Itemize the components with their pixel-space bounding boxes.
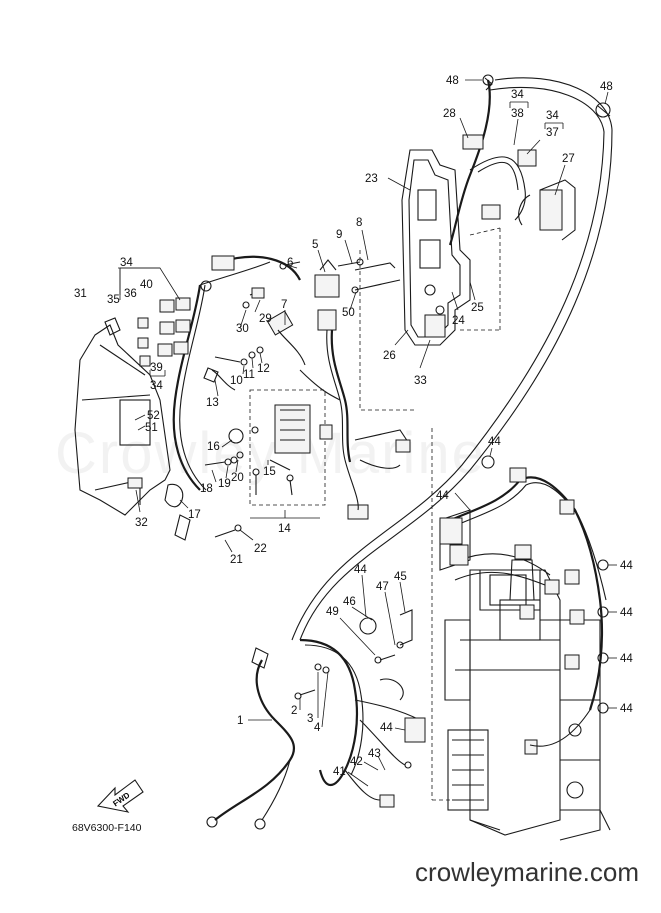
callout-48: 48 <box>446 75 459 87</box>
fwd-arrow: FWD <box>96 779 144 813</box>
middle-harness <box>211 255 401 463</box>
callout-24: 24 <box>452 315 465 327</box>
callout-29: 29 <box>259 313 272 325</box>
callout-31: 31 <box>74 288 87 300</box>
callout-12: 12 <box>257 363 270 375</box>
figure-code: 68V6300-F140 <box>72 822 142 834</box>
callout-46: 46 <box>343 596 356 608</box>
callout-44: 44 <box>620 560 633 572</box>
callout-23: 23 <box>365 173 378 185</box>
callout-34: 34 <box>511 89 524 101</box>
callout-27: 27 <box>562 153 575 165</box>
callout-35: 35 <box>107 294 120 306</box>
callout-38: 38 <box>511 108 524 120</box>
electrical-cover <box>74 317 171 516</box>
callout-52: 52 <box>147 410 160 422</box>
callout-36: 36 <box>124 288 137 300</box>
callout-34: 34 <box>546 110 559 122</box>
callout-8: 8 <box>356 217 362 229</box>
callout-51: 51 <box>145 422 158 434</box>
callout-21: 21 <box>230 554 243 566</box>
callout-28: 28 <box>443 108 456 120</box>
callout-44: 44 <box>620 703 633 715</box>
callout-30: 30 <box>236 323 249 335</box>
callout-44: 44 <box>436 490 449 502</box>
callout-49: 49 <box>326 606 339 618</box>
callout-1: 1 <box>237 715 243 727</box>
callout-44: 44 <box>620 653 633 665</box>
callout-44: 44 <box>380 722 393 734</box>
site-footer: crowleymarine.com <box>415 857 639 887</box>
callout-48: 48 <box>600 81 613 93</box>
main-harness-loop <box>291 77 613 641</box>
callout-4: 4 <box>314 722 321 734</box>
leader-lines <box>118 79 617 787</box>
engine-block-outline <box>431 428 611 841</box>
callout-34: 34 <box>150 380 163 392</box>
callout-6: 6 <box>287 257 293 269</box>
callout-50: 50 <box>342 307 355 319</box>
callout-44: 44 <box>620 607 633 619</box>
callout-41: 41 <box>333 766 346 778</box>
callout-37: 37 <box>546 127 559 139</box>
watermark-text: Crowley Marine <box>55 421 486 486</box>
callout-32: 32 <box>135 517 148 529</box>
left-harness <box>119 261 271 491</box>
callout-33: 33 <box>414 375 427 387</box>
rectifier-assembly <box>228 389 333 506</box>
callout-44: 44 <box>354 564 367 576</box>
callout-40: 40 <box>140 279 153 291</box>
callout-26: 26 <box>383 350 396 362</box>
battery-cable <box>206 647 316 830</box>
callout-7: 7 <box>281 299 287 311</box>
fasteners-left <box>164 346 411 541</box>
fwd-label: FWD <box>111 790 131 808</box>
callout-20: 20 <box>231 472 244 484</box>
callout-25: 25 <box>471 302 484 314</box>
callout-2: 2 <box>291 705 297 717</box>
callout-44: 44 <box>488 436 501 448</box>
upper-wiring-harness <box>448 74 611 246</box>
callout-5: 5 <box>312 239 318 251</box>
callout-18: 18 <box>200 483 213 495</box>
callout-17: 17 <box>188 509 201 521</box>
callout-42: 42 <box>350 756 363 768</box>
callout-19: 19 <box>218 478 231 490</box>
callout-15: 15 <box>263 466 276 478</box>
callout-13: 13 <box>206 397 219 409</box>
callout-45: 45 <box>394 571 407 583</box>
callout-9: 9 <box>336 229 342 241</box>
callout-11: 11 <box>243 369 255 381</box>
engine-harness <box>439 455 609 755</box>
callout-34: 34 <box>120 257 133 269</box>
callout-3: 3 <box>307 713 313 725</box>
callout-10: 10 <box>230 375 243 387</box>
callout-16: 16 <box>207 441 220 453</box>
lower-harness <box>299 609 426 808</box>
electrical-bracket <box>359 149 501 411</box>
callout-47: 47 <box>376 581 389 593</box>
callout-labels: 48 48 34 38 34 37 28 27 23 8 9 5 6 34 40… <box>74 75 633 778</box>
callout-14: 14 <box>278 523 291 535</box>
callout-43: 43 <box>368 748 381 760</box>
callout-39: 39 <box>150 362 163 374</box>
callout-22: 22 <box>254 543 267 555</box>
